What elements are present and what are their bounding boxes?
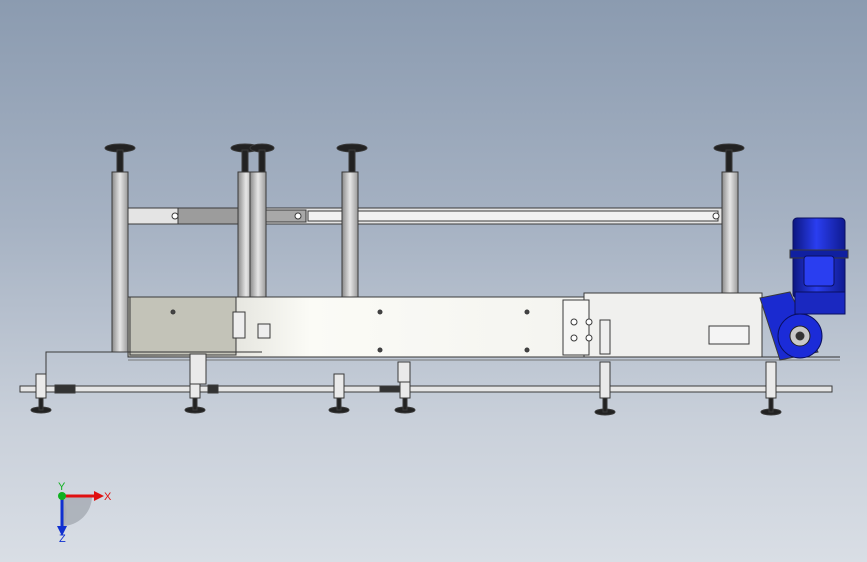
conveyor-assembly — [19, 143, 849, 416]
y-axis-label: Y — [58, 481, 66, 493]
z-axis-label: Z — [59, 533, 66, 545]
leveling-feet-top — [104, 143, 745, 173]
x-axis-label: X — [104, 491, 112, 503]
top-crossbeam — [121, 207, 723, 225]
axis-triad: X Y Z — [57, 481, 112, 545]
gear-motor-icon — [759, 217, 849, 361]
leveling-feet-bottom — [30, 353, 782, 416]
y-axis-dot — [58, 492, 66, 500]
conveyor-belt-body — [127, 292, 840, 361]
lower-rail — [19, 351, 833, 394]
